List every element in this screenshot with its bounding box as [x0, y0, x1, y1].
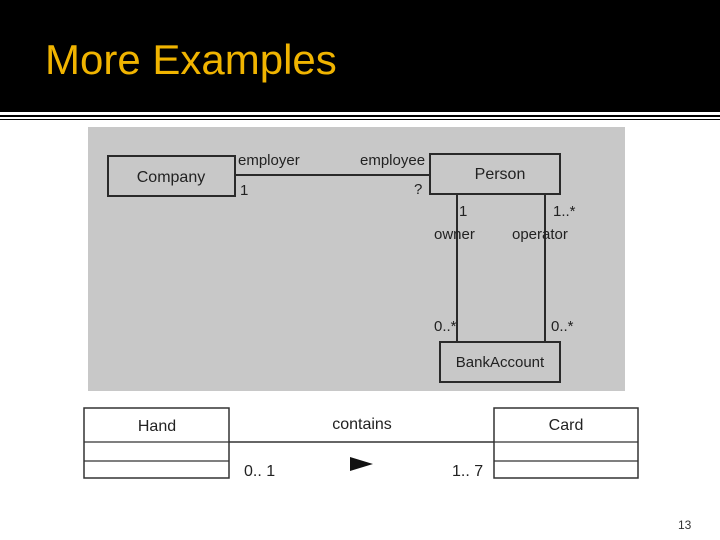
page-number: 13 — [678, 518, 692, 532]
company-person-bankaccount-diagram: Company Person BankAccount employer empl… — [88, 127, 625, 391]
operator-account-multiplicity: 0..* — [551, 318, 574, 335]
bankaccount-class-box — [439, 341, 561, 383]
bankaccount-class-name: BankAccount — [456, 354, 545, 371]
hand-multiplicity: 0.. 1 — [244, 463, 275, 480]
company-multiplicity: 1 — [240, 182, 248, 199]
divider-line-thin — [0, 119, 720, 120]
owner-role-label: owner — [434, 226, 475, 243]
card-class-box — [493, 407, 639, 479]
card-multiplicity: 1.. 7 — [452, 463, 483, 480]
scanned-diagram-background — [88, 127, 625, 391]
card-class-name: Card — [549, 417, 584, 434]
operator-role-label: operator — [512, 226, 568, 243]
hand-class-name: Hand — [138, 418, 176, 435]
divider-line — [0, 115, 720, 117]
employee-role-label: employee — [360, 152, 425, 169]
company-class-name: Company — [137, 169, 205, 186]
person-class-name: Person — [475, 166, 526, 183]
slide-title: More Examples — [45, 36, 337, 83]
contains-association-label: contains — [332, 416, 392, 433]
reading-direction-arrow-icon — [350, 457, 373, 471]
employer-role-label: employer — [238, 152, 300, 169]
title-bar: More Examples — [0, 0, 720, 112]
hand-card-diagram: Hand Card contains 0.. 1 1.. 7 — [83, 407, 639, 480]
person-multiplicity: ? — [414, 181, 422, 198]
owner-account-multiplicity: 0..* — [434, 318, 457, 335]
operator-person-multiplicity: 1..* — [553, 203, 576, 220]
hand-class-box — [83, 407, 230, 479]
owner-person-multiplicity: 1 — [459, 203, 467, 220]
